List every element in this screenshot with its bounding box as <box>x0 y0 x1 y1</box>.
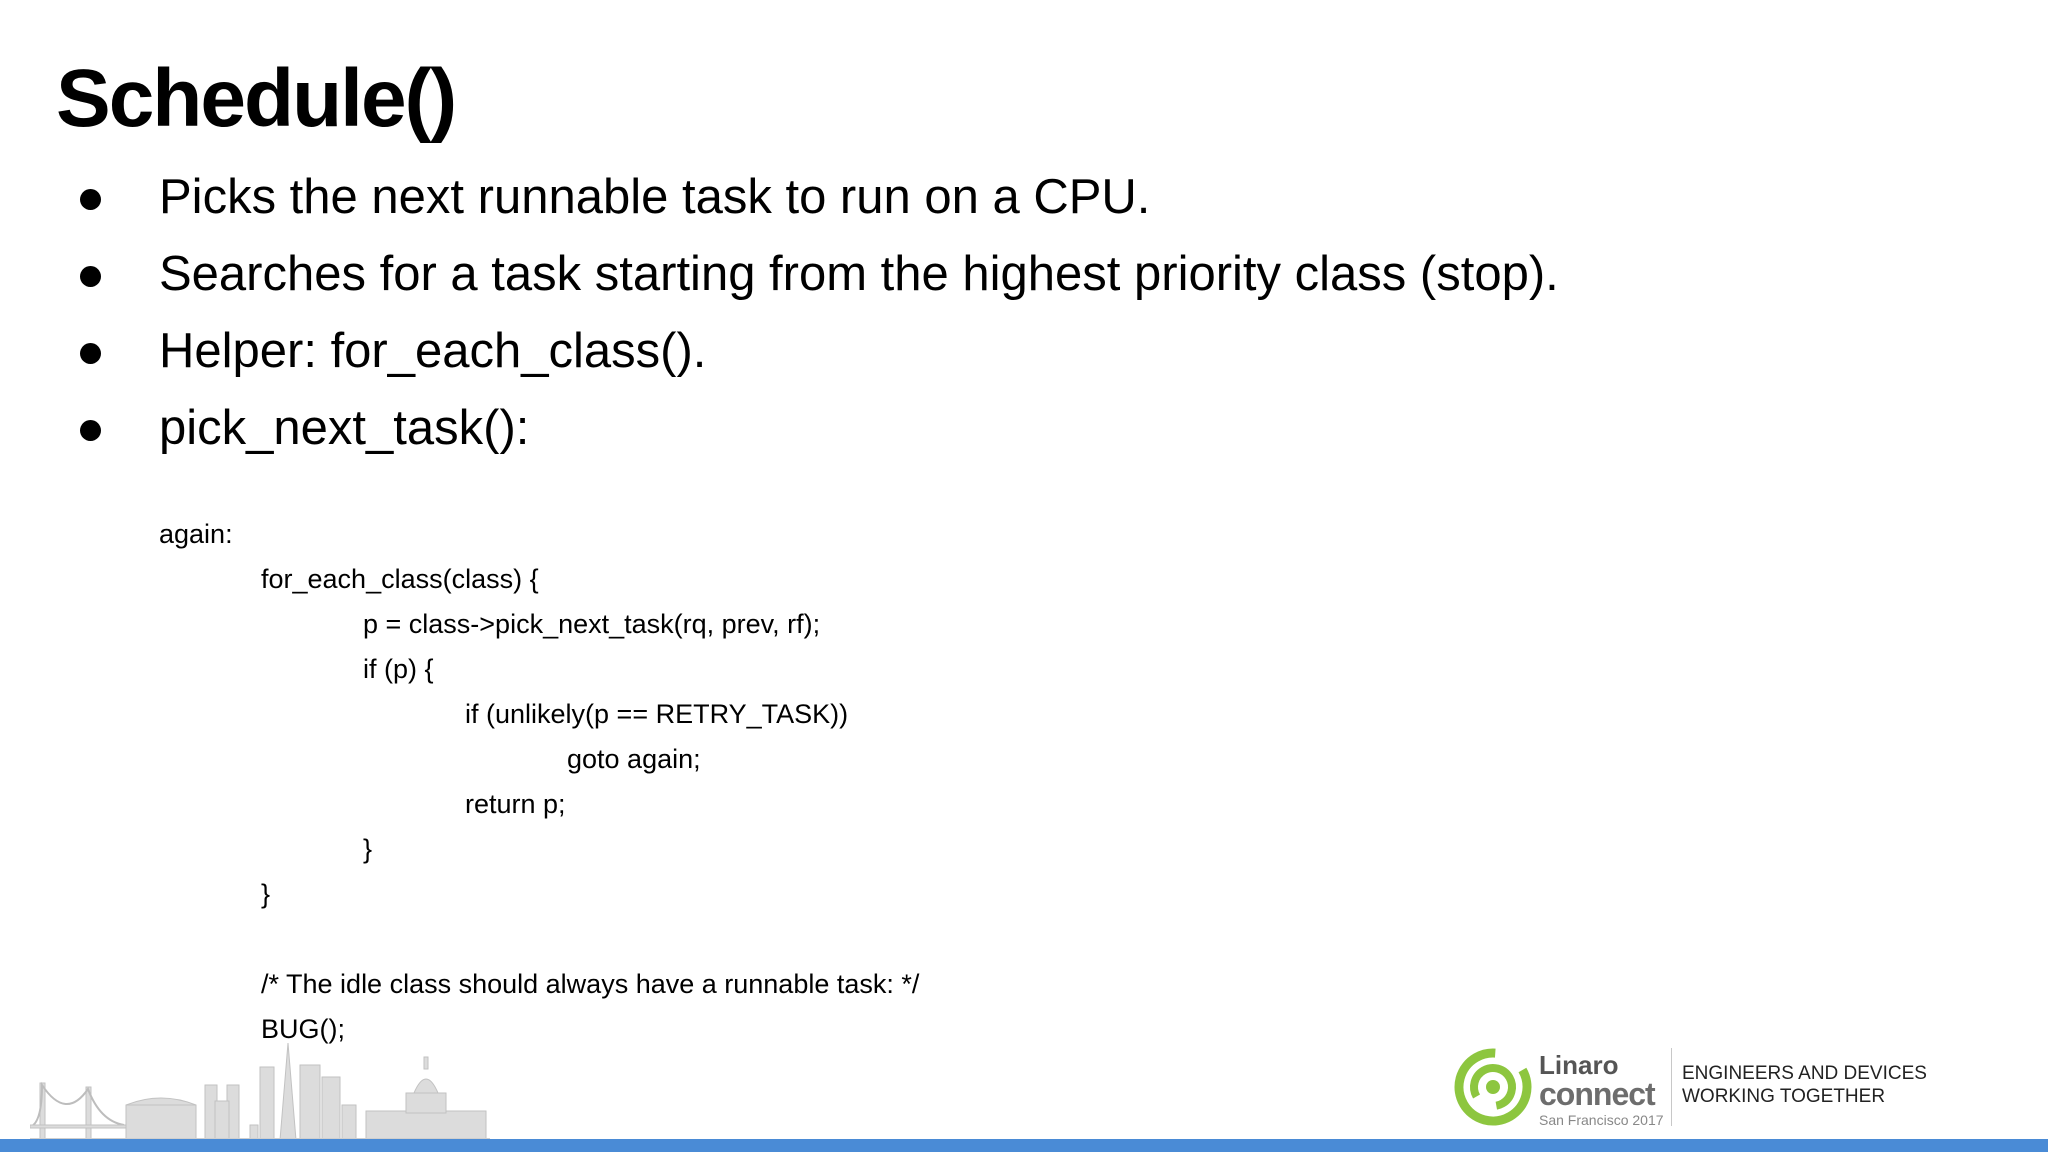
bullet-text: Searches for a task starting from the hi… <box>159 247 1559 301</box>
bullet-dot-icon <box>80 343 101 364</box>
bullet-dot-icon <box>80 420 101 441</box>
code-line: } <box>261 879 271 909</box>
brand-main: connect <box>1539 1076 1656 1112</box>
code-block: again: for_each_class(class) { p = class->… <box>159 512 919 1052</box>
brand-location: San Francisco 2017 <box>1539 1112 1664 1128</box>
bullet-dot-icon <box>80 189 101 210</box>
linaro-connect-logo-icon <box>1454 1048 1532 1126</box>
code-line: if (unlikely(p == RETRY_TASK)) <box>465 699 849 729</box>
tagline-line-1: ENGINEERS AND DEVICES <box>1682 1063 1927 1084</box>
footer-tagline: ENGINEERS AND DEVICES WORKING TOGETHER <box>1682 1062 1927 1108</box>
san-francisco-skyline-icon <box>30 1042 490 1140</box>
tagline-line-2: WORKING TOGETHER <box>1682 1086 1886 1107</box>
bullet-item: Helper: for_each_class(). <box>80 317 1559 394</box>
bullet-dot-icon <box>80 266 101 287</box>
slide-title: Schedule() <box>56 53 457 144</box>
code-line: p = class->pick_next_task(rq, prev, rf); <box>363 609 821 639</box>
bullet-item: Picks the next runnable task to run on a… <box>80 163 1559 240</box>
brand-top: Linaro <box>1539 1050 1619 1080</box>
code-line <box>159 917 919 962</box>
bullet-text: pick_next_task(): <box>159 401 530 455</box>
bottom-accent-bar <box>0 1139 2048 1152</box>
bullet-text: Helper: for_each_class(). <box>159 324 707 378</box>
code-line: for_each_class(class) { <box>261 564 539 594</box>
code-line: return p; <box>465 789 566 819</box>
bullet-item: pick_next_task(): <box>80 394 1559 471</box>
brand-wordmark: Linaro connect San Francisco 2017 <box>1539 1052 1664 1130</box>
bullet-text: Picks the next runnable task to run on a… <box>159 170 1151 224</box>
code-line: BUG(); <box>261 1014 345 1044</box>
bullet-list: Picks the next runnable task to run on a… <box>80 163 1559 471</box>
code-line: } <box>363 834 373 864</box>
bullet-item: Searches for a task starting from the hi… <box>80 240 1559 317</box>
footer-divider <box>1671 1048 1672 1126</box>
code-line: again: <box>159 519 233 549</box>
code-line: /* The idle class should always have a r… <box>261 969 920 999</box>
code-line: goto again; <box>567 744 701 774</box>
code-line: if (p) { <box>363 654 434 684</box>
